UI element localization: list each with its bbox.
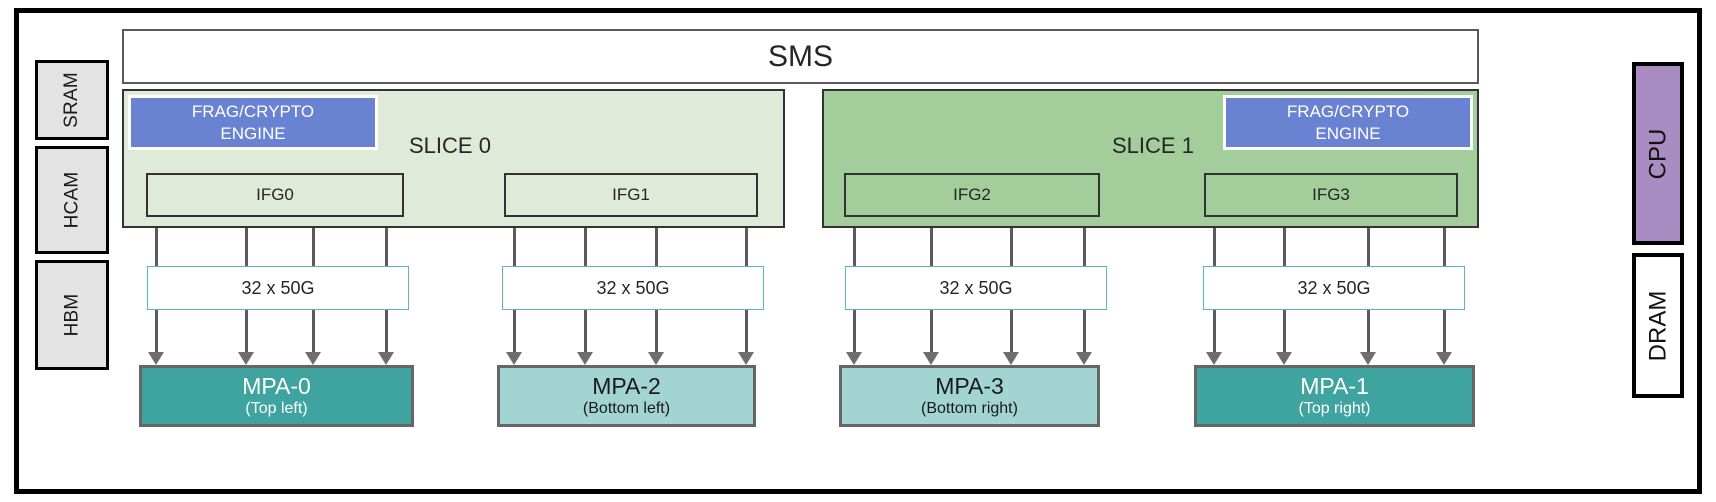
serdes-box-0-label: 32 x 50G — [241, 277, 315, 298]
memory-box-hcam[interactable]: HCAM — [35, 146, 109, 254]
mpa-box-mpa-0-position: (Top left) — [245, 400, 308, 418]
memory-box-hbm[interactable]: HBM — [35, 260, 109, 370]
slice-0-engine-line1: FRAG/CRYPTO — [191, 102, 315, 122]
sms-block[interactable]: SMS — [122, 29, 1479, 84]
serdes-box-2-label: 32 x 50G — [939, 277, 1013, 298]
mpa-box-mpa-1-name: MPA-1 — [1300, 372, 1369, 399]
mpa-box-mpa-3-position: (Bottom right) — [921, 400, 1018, 418]
connector-line — [1083, 228, 1086, 268]
connector-line — [513, 310, 516, 354]
connector-line — [853, 310, 856, 354]
ifg-box-ifg3-label: IFG3 — [1312, 185, 1350, 204]
ifg-box-ifg0[interactable]: IFG0 — [146, 173, 404, 217]
cpu-block-label: CPU — [1644, 128, 1672, 179]
connector-arrow-icon — [238, 352, 254, 365]
mpa-box-mpa-2[interactable]: MPA-2 (Bottom left) — [497, 365, 756, 427]
connector-line — [1283, 228, 1286, 268]
serdes-box-2[interactable]: 32 x 50G — [845, 266, 1107, 310]
ifg-box-ifg0-label: IFG0 — [256, 185, 294, 204]
connector-arrow-icon — [1003, 352, 1019, 365]
mpa-box-mpa-0[interactable]: MPA-0 (Top left) — [139, 365, 414, 427]
connector-line — [584, 310, 587, 354]
sms-label: SMS — [767, 39, 833, 73]
connector-line — [385, 310, 388, 354]
connector-arrow-icon — [1436, 352, 1452, 365]
connector-line — [584, 228, 587, 268]
slice-1-frag-crypto-engine[interactable]: FRAG/CRYPTO ENGINE — [1223, 95, 1473, 150]
connector-line — [930, 228, 933, 268]
mpa-box-mpa-2-name: MPA-2 — [592, 372, 661, 399]
mpa-box-mpa-1-position: (Top right) — [1298, 400, 1371, 418]
memory-box-sram[interactable]: SRAM — [35, 60, 109, 140]
serdes-box-0[interactable]: 32 x 50G — [147, 266, 409, 310]
connector-line — [853, 228, 856, 268]
connector-line — [1283, 310, 1286, 354]
connector-arrow-icon — [1360, 352, 1376, 365]
ifg-box-ifg3[interactable]: IFG3 — [1204, 173, 1458, 217]
slice-0-block[interactable]: SLICE 0 FRAG/CRYPTO ENGINE IFG0 IFG1 — [122, 89, 785, 228]
slice-0-engine-line2: ENGINE — [220, 123, 286, 143]
slice-0-label: SLICE 0 — [409, 133, 491, 158]
mpa-box-mpa-1[interactable]: MPA-1 (Top right) — [1194, 365, 1475, 427]
connector-line — [245, 228, 248, 268]
connector-arrow-icon — [577, 352, 593, 365]
ifg-box-ifg1[interactable]: IFG1 — [504, 173, 758, 217]
serdes-box-1-label: 32 x 50G — [596, 277, 670, 298]
connector-arrow-icon — [738, 352, 754, 365]
connector-line — [1443, 310, 1446, 354]
connector-arrow-icon — [1276, 352, 1292, 365]
connector-arrow-icon — [846, 352, 862, 365]
connector-line — [1010, 310, 1013, 354]
connector-line — [1367, 228, 1370, 268]
slice-1-block[interactable]: SLICE 1 FRAG/CRYPTO ENGINE IFG2 IFG3 — [822, 89, 1479, 228]
memory-box-hbm-label: HBM — [60, 293, 82, 337]
mpa-box-mpa-2-position: (Bottom left) — [582, 400, 671, 418]
dram-block-label: DRAM — [1644, 290, 1672, 361]
ifg-box-ifg2-label: IFG2 — [953, 185, 991, 204]
connector-line — [155, 310, 158, 354]
connector-line — [1010, 228, 1013, 268]
slice-1-label: SLICE 1 — [1112, 133, 1194, 158]
connector-arrow-icon — [148, 352, 164, 365]
connector-arrow-icon — [1206, 352, 1222, 365]
connector-line — [1213, 310, 1216, 354]
connector-arrow-icon — [378, 352, 394, 365]
connector-line — [312, 228, 315, 268]
connector-line — [1367, 310, 1370, 354]
connector-arrow-icon — [1076, 352, 1092, 365]
ifg-box-ifg2[interactable]: IFG2 — [844, 173, 1100, 217]
mpa-box-mpa-0-name: MPA-0 — [242, 372, 311, 399]
connector-line — [655, 310, 658, 354]
mpa-box-mpa-3[interactable]: MPA-3 (Bottom right) — [839, 365, 1100, 427]
connector-line — [245, 310, 248, 354]
connector-arrow-icon — [506, 352, 522, 365]
slice-1-engine-line1: FRAG/CRYPTO — [1286, 102, 1410, 122]
connector-line — [1213, 228, 1216, 268]
connector-line — [155, 228, 158, 268]
serdes-box-3[interactable]: 32 x 50G — [1203, 266, 1465, 310]
serdes-box-1[interactable]: 32 x 50G — [502, 266, 764, 310]
connector-line — [312, 310, 315, 354]
connector-arrow-icon — [923, 352, 939, 365]
connector-line — [655, 228, 658, 268]
connector-arrow-icon — [305, 352, 321, 365]
mpa-box-mpa-3-name: MPA-3 — [935, 372, 1004, 399]
dram-block[interactable]: DRAM — [1632, 253, 1684, 398]
ifg-box-ifg1-label: IFG1 — [612, 185, 650, 204]
cpu-block[interactable]: CPU — [1632, 62, 1684, 245]
connector-line — [385, 228, 388, 268]
connector-line — [745, 228, 748, 268]
connector-line — [513, 228, 516, 268]
slice-1-engine-line2: ENGINE — [1315, 123, 1381, 143]
slice-0-frag-crypto-engine[interactable]: FRAG/CRYPTO ENGINE — [128, 95, 378, 150]
serdes-box-3-label: 32 x 50G — [1297, 277, 1371, 298]
connector-arrow-icon — [648, 352, 664, 365]
connector-line — [745, 310, 748, 354]
memory-box-sram-label: SRAM — [60, 72, 82, 128]
connector-line — [930, 310, 933, 354]
connector-line — [1083, 310, 1086, 354]
connector-line — [1443, 228, 1446, 268]
memory-box-hcam-label: HCAM — [61, 171, 82, 229]
